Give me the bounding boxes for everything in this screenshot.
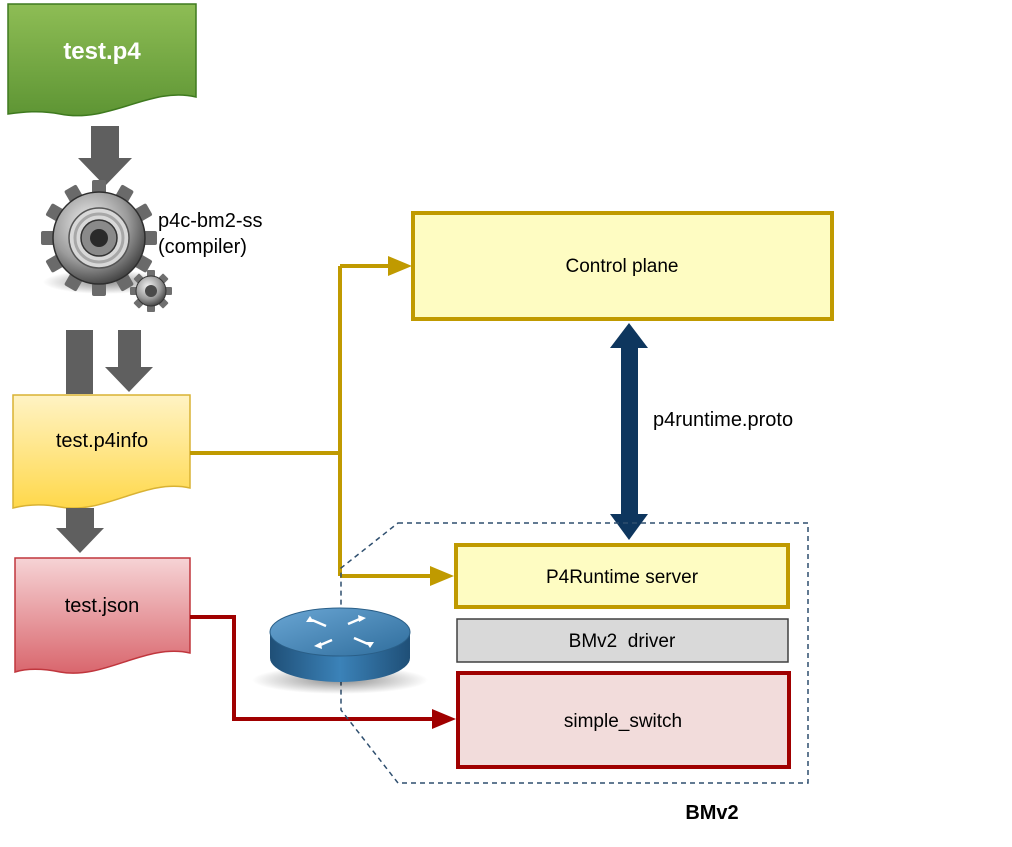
simple-switch-box: simple_switch	[456, 671, 791, 769]
json-connector	[190, 615, 436, 721]
test-json-file: test.json	[14, 557, 191, 674]
test-p4-file: test.p4	[7, 3, 197, 117]
compiler-name: p4c-bm2-ss	[158, 210, 262, 232]
test-p4info-label: test.p4info	[56, 430, 148, 452]
p4runtime-proto-label: p4runtime.proto	[653, 409, 793, 431]
gray-down-arrow-icon	[56, 508, 104, 553]
test-p4info-file: test.p4info	[12, 394, 191, 509]
arrowhead-icon	[430, 566, 454, 586]
p4runtime-double-arrow-icon	[610, 323, 648, 540]
p4info-connectors	[190, 264, 434, 578]
control-plane-label: Control plane	[565, 256, 678, 277]
test-p4-label: test.p4	[63, 38, 141, 65]
p4runtime-server-box: P4Runtime server	[454, 543, 790, 609]
control-plane-box: Control plane	[411, 211, 834, 321]
simple-switch-label: simple_switch	[564, 711, 682, 732]
bmv2-driver-label: BMv2 driver	[569, 631, 676, 652]
bmv2-group-label: BMv2	[685, 802, 738, 824]
test-json-label: test.json	[65, 595, 139, 617]
gear-icon	[41, 180, 172, 312]
bmv2-driver-box: BMv2 driver	[456, 618, 789, 663]
compiler-note: (compiler)	[158, 236, 247, 258]
arrowhead-icon	[388, 256, 412, 276]
router-icon	[252, 607, 428, 694]
gray-down-arrow-icon	[78, 126, 132, 186]
gray-bar-icon	[66, 330, 93, 394]
p4runtime-server-label: P4Runtime server	[546, 567, 699, 588]
arrowhead-icon	[432, 709, 456, 729]
gray-down-arrow-icon	[105, 330, 153, 392]
bmv2-group-outline	[340, 522, 809, 784]
